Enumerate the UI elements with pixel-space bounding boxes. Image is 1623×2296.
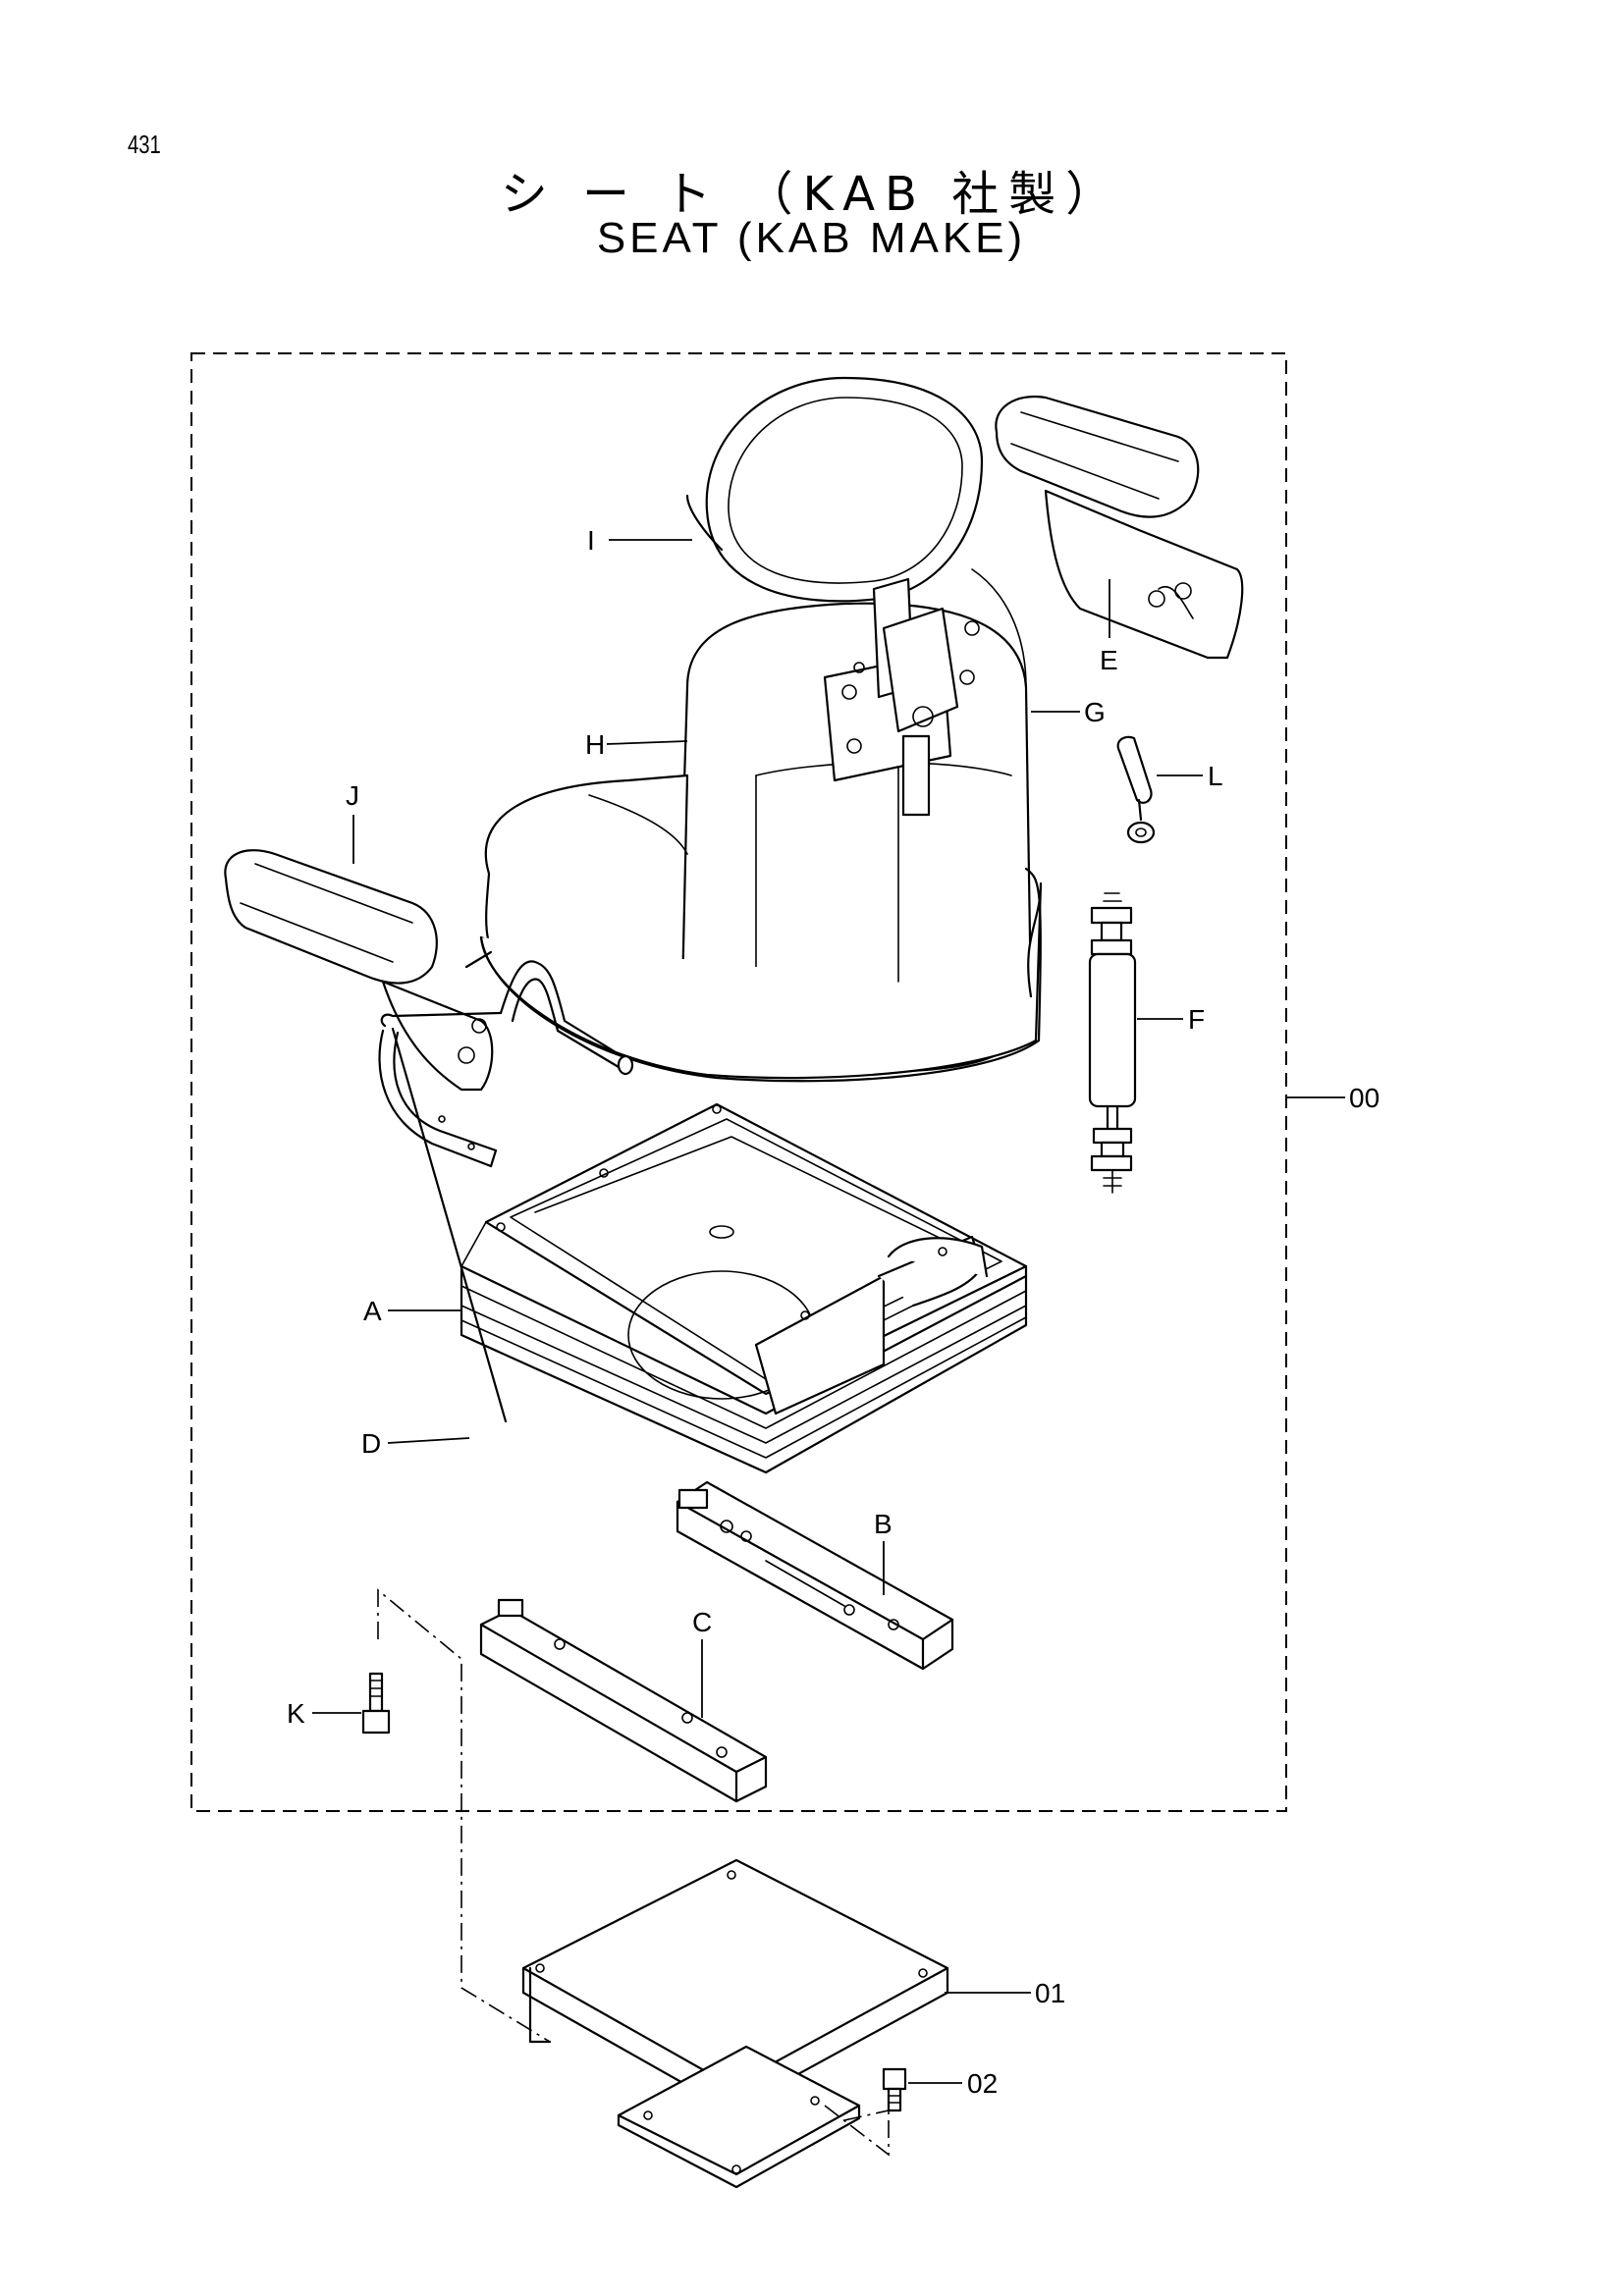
page-title-japanese: シ ー ト （KAB 社製） — [500, 167, 1123, 222]
callout-label-f: F — [1188, 1004, 1205, 1035]
part-armrest-right[interactable] — [995, 395, 1244, 660]
part-suspension-base[interactable] — [460, 1102, 1028, 1474]
callout-label-c: C — [692, 1607, 712, 1637]
part-seat-cushion[interactable] — [464, 774, 1043, 1083]
callout-label-00: 00 — [1349, 1083, 1380, 1113]
part-slide-rail-c[interactable] — [479, 1598, 768, 1803]
part-bolt-02[interactable] — [882, 2067, 907, 2112]
part-slide-rail-b[interactable] — [676, 1480, 954, 1671]
part-gas-spring[interactable] — [1088, 892, 1137, 1194]
part-mounting-plate[interactable] — [521, 1858, 949, 2189]
part-lever[interactable] — [1116, 735, 1156, 844]
callout-label-02: 02 — [967, 2068, 998, 2099]
page-title-english: SEAT (KAB MAKE) — [596, 214, 1027, 262]
callout-label-e: E — [1100, 645, 1118, 675]
callout-label-b: B — [874, 1509, 893, 1539]
part-headrest[interactable] — [685, 376, 984, 603]
callout-label-l: L — [1208, 761, 1223, 791]
leader-lines — [312, 539, 1345, 2084]
callout-label-j: J — [346, 780, 359, 811]
part-armrest-left[interactable] — [224, 849, 494, 1092]
callout-label-d: D — [361, 1428, 381, 1459]
assembly-guide-lines — [377, 1588, 890, 2157]
part-headrest-bracket — [823, 577, 980, 817]
callout-label-k: K — [287, 1698, 305, 1729]
callout-label-01: 01 — [1035, 1978, 1065, 2008]
callout-label-i: I — [587, 525, 595, 556]
callout-label-h: H — [585, 729, 605, 760]
part-bolt-k[interactable] — [361, 1672, 391, 1735]
assembly-boundary — [190, 352, 1287, 1812]
callout-label-g: G — [1084, 697, 1106, 727]
page-number: 431 — [128, 130, 161, 159]
callout-label-a: A — [363, 1296, 382, 1326]
part-handle-rod[interactable] — [378, 960, 634, 1423]
